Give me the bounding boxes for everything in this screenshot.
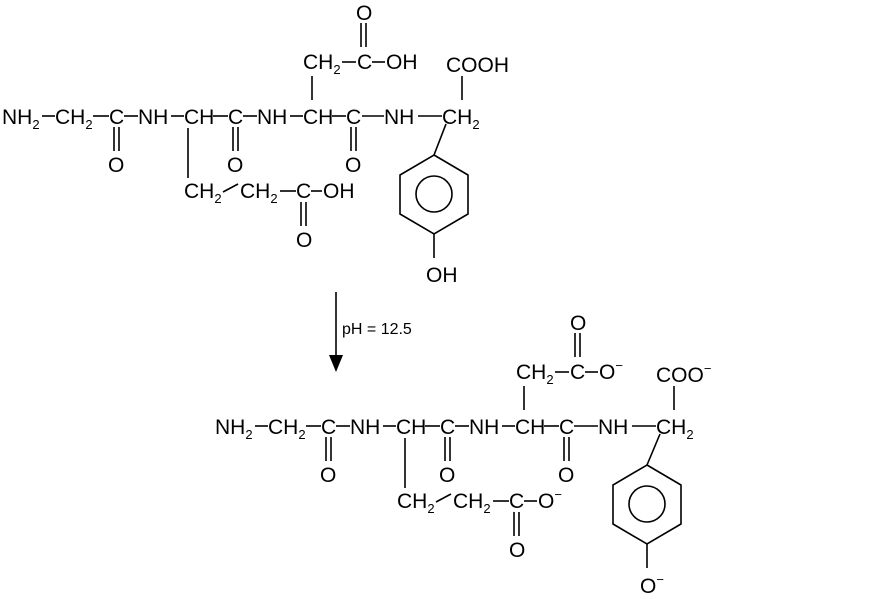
product-glu-alpha-ch: CH [396,416,426,439]
asp-acid-oxygen: O [356,2,372,25]
carbonyl-oxygen-3: O [345,154,361,177]
product-glu-side-ch2-a: CH2 [397,490,435,516]
product-tyr-phenolate-o: O− [640,572,664,598]
tyr-alpha-ch: CH2 [442,106,480,132]
glu-acid-oxygen: O [296,229,312,252]
asp-alpha-ch: CH [303,106,333,129]
amide-nh-3: NH [384,106,414,129]
glu-side-ch2-b: CH2 [240,180,278,206]
product-amide-nh-1: NH [350,416,380,439]
ph-condition-label: pH = 12.5 [342,321,412,338]
asp-acid-oh: OH [386,51,418,74]
carbonyl-carbon-2: C [228,106,243,129]
tyr-phenol-oh: OH [426,264,458,287]
glu-acid-oh: OH [323,180,355,203]
carbonyl-oxygen-2: O [227,154,243,177]
amide-nh-1: NH [138,106,168,129]
phenol-ring [399,154,469,235]
product-carbonyl-oxygen-2: O [439,464,455,487]
product-tyr-carboxylate: COO− [656,361,711,387]
product-asp-carbonyl-oxygen: O [570,312,586,335]
product-carbonyl-carbon-1: C [321,416,336,439]
product-carbonyl-oxygen-1: O [320,464,336,487]
product-tyr-alpha-ch: CH2 [656,416,694,442]
asp-acid-carbon: C [357,51,372,74]
product-asp-side-ch2: CH2 [516,361,554,387]
product-asp-carboxylate-carbon: C [570,361,585,384]
product-carbonyl-oxygen-3: O [558,464,574,487]
product-glycine-ch2: CH2 [268,416,306,442]
product-amide-nh-3: NH [598,416,628,439]
product-asp-carboxylate-o: O− [599,358,623,384]
carbonyl-oxygen-1: O [108,154,124,177]
tyr-carboxyl: COOH [446,54,509,77]
product-structure: NH2 CH2 C NH CH C NH CH C NH CH2 O O O C… [215,312,711,598]
product-phenolate-ring [612,464,682,545]
product-glu-carbonyl-oxygen: O [509,539,525,562]
glu-alpha-ch: CH [184,106,214,129]
n-terminus-nh2: NH2 [2,106,40,132]
product-glu-carboxylate-o: O− [538,487,562,513]
product-carbonyl-carbon-2: C [440,416,455,439]
product-glu-side-ch2-b: CH2 [453,490,491,516]
glu-acid-carbon: C [296,180,311,203]
glu-side-ch2-a: CH2 [184,180,222,206]
product-asp-alpha-ch: CH [515,416,545,439]
reactant-structure: NH2 CH2 C NH CH C NH CH C NH CH2 O O O [2,2,509,287]
glycine-ch2: CH2 [55,106,93,132]
product-amide-nh-2: NH [469,416,499,439]
product-glu-carboxylate-carbon: C [509,490,524,513]
asp-side-ch2: CH2 [303,51,341,77]
product-carbonyl-carbon-3: C [559,416,574,439]
carbonyl-carbon-1: C [109,106,124,129]
reaction-arrow: pH = 12.5 [329,292,412,372]
carbonyl-carbon-3: C [346,106,361,129]
amide-nh-2: NH [257,106,287,129]
product-n-terminus-nh2: NH2 [215,416,253,442]
